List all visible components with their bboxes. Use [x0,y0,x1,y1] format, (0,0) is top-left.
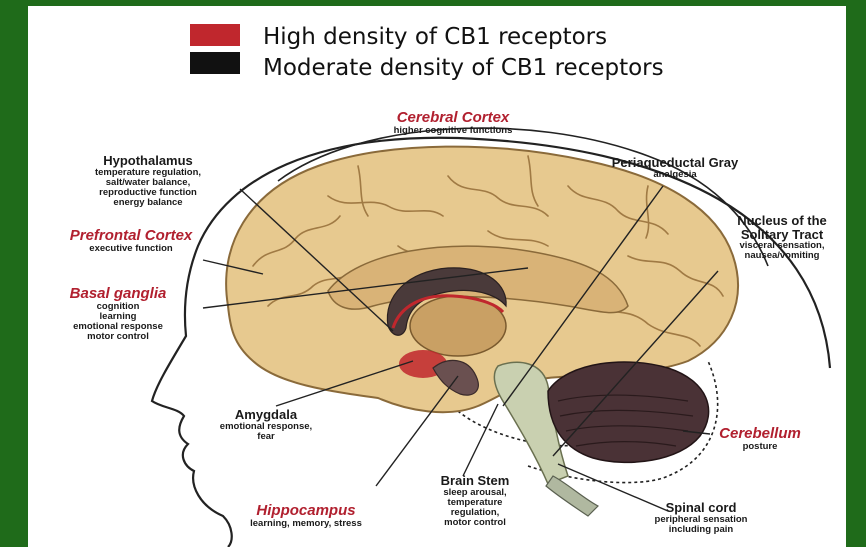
label-brain-stem: Brain Stem sleep arousal, temperature re… [420,474,530,528]
basal-ganglia-desc-4: motor control [33,332,203,342]
periaqueductal-gray-title: Periaqueductal Gray [600,156,750,170]
brain-stem-desc-4: motor control [420,518,530,528]
hypothalamus-desc-4: energy balance [48,198,248,208]
label-hypothalamus: Hypothalamus temperature regulation, sal… [48,154,248,208]
label-hippocampus: Hippocampus learning, memory, stress [226,503,386,529]
spinal-cord-desc-2: including pain [636,525,766,535]
amygdala-title: Amygdala [186,408,346,422]
spinal-cord-title: Spinal cord [636,501,766,515]
prefrontal-cortex-title: Prefrontal Cortex [36,228,226,244]
label-basal-ganglia: Basal ganglia cognition learning emotion… [33,286,203,342]
label-nucleus-solitary-tract: Nucleus of the Solitary Tract visceral s… [718,214,846,261]
diagram-frame: High density of CB1 receptors Moderate d… [28,6,846,547]
cerebral-cortex-desc: higher cognitive functions [353,126,553,136]
hypothalamus-title: Hypothalamus [48,154,248,168]
amygdala-desc-2: fear [186,432,346,442]
basal-ganglia-title: Basal ganglia [33,286,203,302]
label-prefrontal-cortex: Prefrontal Cortex executive function [36,228,226,254]
label-spinal-cord: Spinal cord peripheral sensation includi… [636,501,766,535]
periaqueductal-gray-desc: analgesia [600,170,750,180]
cerebral-cortex-title: Cerebral Cortex [353,110,553,126]
label-amygdala: Amygdala emotional response, fear [186,408,346,442]
label-cerebral-cortex: Cerebral Cortex higher cognitive functio… [353,110,553,136]
label-cerebellum: Cerebellum posture [700,426,820,452]
brain-illustration [28,6,846,547]
spinal-cord-shape [546,476,598,516]
nucleus-solitary-tract-title-2: Solitary Tract [718,228,846,242]
nucleus-solitary-tract-desc-2: nausea/vomiting [718,251,846,261]
cerebellum-shape [548,362,709,462]
nucleus-solitary-tract-title-1: Nucleus of the [718,214,846,228]
hippocampus-desc: learning, memory, stress [226,519,386,529]
prefrontal-cortex-desc: executive function [36,244,226,254]
hippocampus-title: Hippocampus [226,503,386,519]
label-periaqueductal-gray: Periaqueductal Gray analgesia [600,156,750,180]
cerebellum-title: Cerebellum [700,426,820,442]
cerebellum-desc: posture [700,442,820,452]
brain-stem-title: Brain Stem [420,474,530,488]
